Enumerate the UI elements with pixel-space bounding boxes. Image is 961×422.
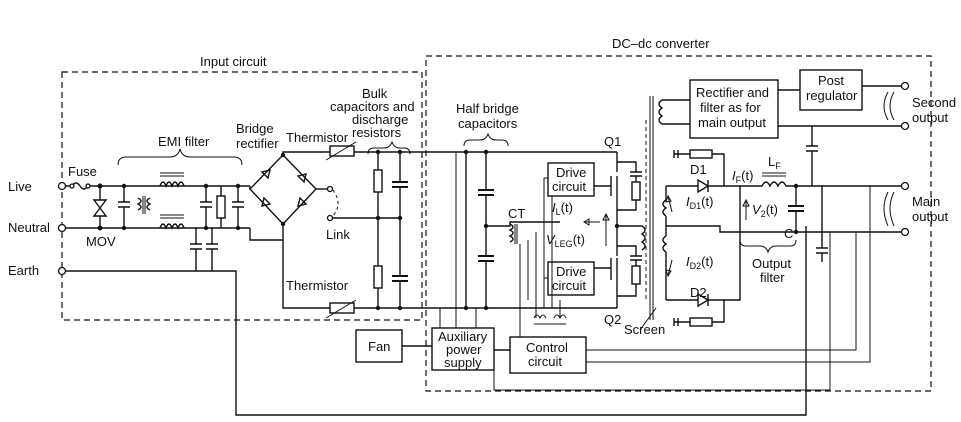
thermistor-top [329, 145, 355, 157]
thermistor-top-label: Thermistor [286, 130, 349, 145]
second-output-label-1: Second [912, 95, 956, 110]
control-label-1: Control [526, 340, 568, 355]
fan-block [355, 329, 403, 363]
dcdc-converter-title: DC–dc converter [612, 36, 710, 51]
control-label-2: circuit [528, 354, 562, 369]
post-regulator-label-2: regulator [806, 88, 858, 103]
lf-inductor [740, 181, 812, 188]
control-circuit-block [509, 336, 587, 374]
q1-label: Q1 [604, 134, 621, 149]
lf-label: LF [768, 154, 781, 171]
fuse-label: Fuse [68, 164, 97, 179]
vleg-label: VLEG(t) [546, 232, 585, 249]
rectifier-filter-block [689, 79, 779, 139]
earth-line [66, 226, 807, 416]
v2-label: V2(t) [752, 202, 778, 219]
output-filter-label-2: filter [760, 270, 785, 285]
bulk-label-3: discharge [352, 112, 408, 127]
if-label: IF(t) [732, 168, 753, 185]
rectifier-label-3: main output [698, 115, 766, 130]
d1-diode [666, 178, 740, 194]
half-bridge-cap-top [478, 189, 494, 196]
half-bridge-label-2: capacitors [458, 116, 518, 131]
transformer-primary [617, 225, 646, 251]
id2-label: ID2(t) [686, 254, 713, 271]
emi-choke-top [159, 181, 185, 188]
half-bridge-cap-bottom [478, 255, 494, 262]
output-filter-label-1: Output [752, 256, 791, 271]
emi-filter-label: EMI filter [158, 134, 210, 149]
emi-filter-brace [117, 148, 243, 166]
bridge-rectifier [249, 153, 317, 226]
d1-label: D1 [690, 162, 707, 177]
drive-bottom-label-2: circuit [552, 278, 586, 293]
drive-circuit-top [547, 162, 595, 197]
input-circuit-boundary [61, 71, 423, 321]
drive-top-label-2: circuit [552, 179, 586, 194]
neutral-terminal-label: Neutral [8, 220, 50, 235]
screen-label: Screen [624, 322, 665, 337]
aux-power-supply-block [431, 327, 495, 371]
live-terminal-label: Live [8, 179, 32, 194]
second-output-label-2: output [912, 110, 949, 125]
dcdc-converter-boundary [425, 55, 932, 392]
neutral-terminal [57, 223, 67, 233]
post-regulator-block [799, 69, 863, 111]
id1-label: ID1(t) [686, 194, 713, 211]
aux-label-1: Auxiliary [438, 329, 488, 344]
il-label: IL(t) [552, 200, 573, 217]
aux-label-2: power [446, 342, 482, 357]
earth-terminal-label: Earth [8, 263, 39, 278]
bulk-label-1: Bulk [362, 86, 388, 101]
second-output-terminal-top [900, 81, 910, 91]
post-regulator-label-1: Post [818, 73, 844, 88]
mov-symbol [92, 186, 108, 228]
drive-top-label-1: Drive [556, 165, 586, 180]
q1-transistor [604, 152, 618, 196]
output-cap [788, 205, 804, 212]
bridge-rectifier-label-1: Bridge [236, 121, 274, 136]
bulk-cap-bottom [392, 275, 408, 282]
rectifier-label-1: Rectifier and [696, 85, 769, 100]
ct-symbol [508, 223, 514, 243]
bridge-rectifier-label-2: rectifier [236, 136, 279, 151]
link-label: Link [326, 227, 350, 242]
rectifier-label-2: filter as for [700, 100, 761, 115]
second-output-terminal-bottom [900, 121, 910, 131]
main-output-terminal-bottom [900, 227, 910, 237]
transformer-secondary-top [662, 199, 668, 217]
bulk-label-2: capacitors and [330, 99, 415, 114]
aux-label-3: supply [444, 355, 482, 370]
mov-label: MOV [86, 234, 116, 249]
q2-label: Q2 [604, 312, 621, 327]
d2-diode [666, 186, 741, 308]
ct-label: CT [508, 206, 525, 221]
drive-circuit-bottom [547, 261, 595, 296]
transformer-core [649, 96, 654, 320]
transformer-secondary-bottom [662, 235, 668, 253]
main-output-label-2: output [912, 209, 949, 224]
c-label: C [784, 226, 793, 241]
bulk-label-4: resistors [352, 125, 402, 140]
q2-transistor [604, 250, 618, 308]
main-output-terminal-top [900, 181, 910, 191]
discharge-resistor-bottom [373, 265, 383, 289]
main-output-label-1: Main [912, 194, 940, 209]
input-circuit-title: Input circuit [200, 54, 267, 69]
fan-label: Fan [368, 339, 390, 354]
half-bridge-label-1: Half bridge [456, 101, 519, 116]
discharge-resistor-top [373, 169, 383, 193]
emi-choke-bottom [159, 223, 185, 230]
drive-bottom-label-1: Drive [556, 264, 586, 279]
live-terminal [57, 181, 67, 191]
bulk-cap-top [392, 181, 408, 188]
thermistor-bottom-label: Thermistor [286, 278, 349, 293]
earth-terminal [57, 266, 67, 276]
